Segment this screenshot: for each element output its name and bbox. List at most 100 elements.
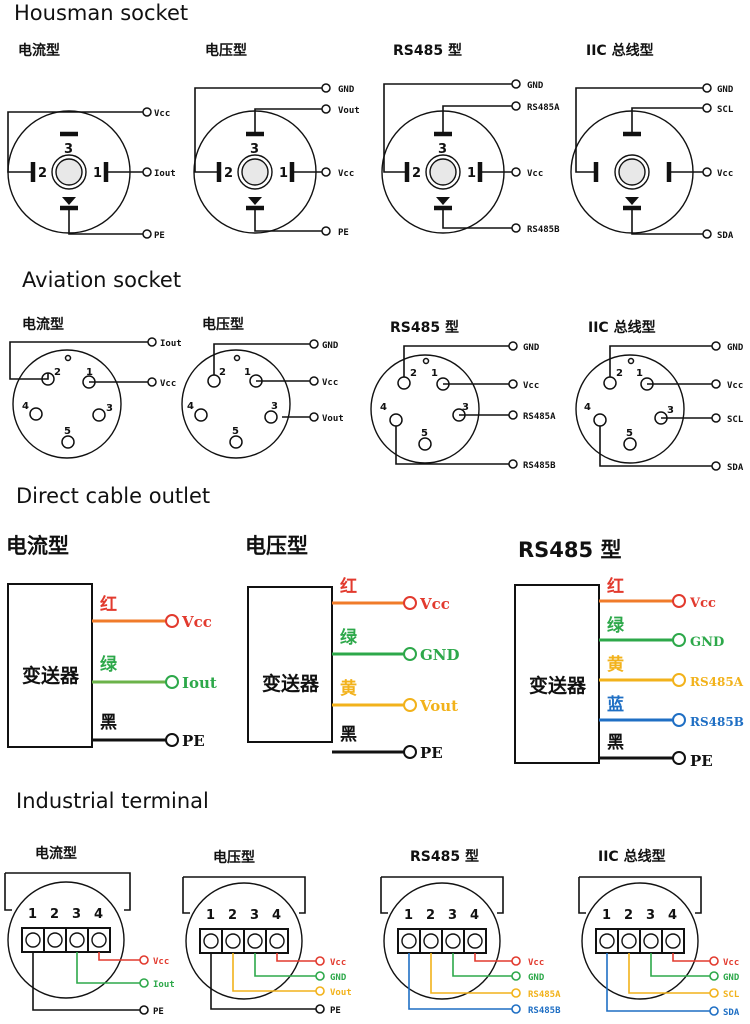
signal-label-vout: Vout xyxy=(322,414,344,424)
signal-label-gnd: GND xyxy=(523,343,540,353)
aviation-iic-title: IIC 总线型 xyxy=(588,319,656,336)
signal-label-vcc: Vcc xyxy=(723,958,739,968)
signal-label-vout: Vout xyxy=(419,697,458,715)
svg-text:1: 1 xyxy=(636,368,643,379)
signal-label-vcc: Vcc xyxy=(527,169,543,179)
signal-label-sda: SDA xyxy=(717,231,734,241)
signal-label-scl: SCL xyxy=(723,990,740,1000)
svg-text:3: 3 xyxy=(667,405,674,416)
signal-label-gnd: GND xyxy=(330,973,347,983)
pin-label-2: 2 xyxy=(38,166,47,181)
wire-color-green: 绿 xyxy=(607,615,625,636)
svg-text:4: 4 xyxy=(187,401,194,412)
svg-text:4: 4 xyxy=(272,908,281,923)
direct-rs485: RS485 型 变送器 红 绿 黄 蓝 黑 Vcc GND RS485A RS4… xyxy=(514,538,744,770)
housman-current-title: 电流型 xyxy=(18,42,60,59)
housman-rs485: RS485 型 3 2 1 GND RS485A Vcc RS485B xyxy=(381,42,560,235)
svg-text:3: 3 xyxy=(462,402,469,413)
signal-label-pe: PE xyxy=(330,1006,341,1016)
signal-label-vcc: Vcc xyxy=(154,109,170,119)
direct-current: 电流型 变送器 红 绿 黑 Vcc Iout PE xyxy=(6,534,217,750)
svg-text:3: 3 xyxy=(72,907,81,922)
signal-label-iout: Iout xyxy=(160,339,182,349)
signal-label-pe: PE xyxy=(154,231,165,241)
signal-label-vcc: Vcc xyxy=(338,169,354,179)
signal-label-vout: Vout xyxy=(338,106,360,116)
transmitter-label: 变送器 xyxy=(262,672,320,695)
svg-text:2: 2 xyxy=(54,367,61,378)
svg-text:3: 3 xyxy=(448,908,457,923)
svg-text:1: 1 xyxy=(431,368,438,379)
pin-label-2: 2 xyxy=(412,166,421,181)
transmitter-box xyxy=(7,583,93,748)
signal-label-gnd: GND xyxy=(338,85,355,95)
svg-text:4: 4 xyxy=(470,908,479,923)
housman-current-center xyxy=(51,154,87,190)
signal-label-iout: Iout xyxy=(153,980,175,990)
svg-text:2: 2 xyxy=(410,368,417,379)
signal-label-vcc: Vcc xyxy=(153,957,169,967)
industrial-rs485: RS485 型 1 2 3 4 Vcc GND RS485A RS485B xyxy=(380,848,561,1016)
svg-text:1: 1 xyxy=(206,908,215,923)
signal-label-vcc: Vcc xyxy=(727,381,743,391)
signal-label-rs485a: RS485A xyxy=(528,990,561,1000)
pin-label-3: 3 xyxy=(250,142,259,157)
svg-text:5: 5 xyxy=(64,426,71,437)
signal-label-rs485b: RS485B xyxy=(690,715,744,729)
signal-label-vcc: Vcc xyxy=(322,378,338,388)
svg-text:5: 5 xyxy=(421,428,428,439)
aviation-current: 电流型 2 1 4 3 5 Iout Vcc xyxy=(9,316,182,459)
signal-label-pe: PE xyxy=(690,752,713,770)
svg-text:3: 3 xyxy=(250,908,259,923)
svg-text:1: 1 xyxy=(28,907,37,922)
wire-color-black: 黑 xyxy=(100,713,117,733)
signal-label-iout: Iout xyxy=(154,169,176,179)
industrial-voltage-title: 电压型 xyxy=(213,849,255,866)
signal-label-rs485a: RS485A xyxy=(690,675,744,689)
signal-label-scl: SCL xyxy=(727,415,744,425)
svg-text:2: 2 xyxy=(616,368,623,379)
signal-label-gnd: GND xyxy=(322,341,339,351)
aviation-voltage-title: 电压型 xyxy=(202,316,244,333)
housman-rs485-title: RS485 型 xyxy=(393,42,462,59)
signal-label-vcc: Vcc xyxy=(717,169,733,179)
wire-color-black: 黑 xyxy=(340,725,357,745)
direct-voltage-title: 电压型 xyxy=(245,534,308,558)
signal-label-vcc: Vcc xyxy=(181,613,212,631)
aviation-rs485-title: RS485 型 xyxy=(390,319,459,336)
section-title-industrial: Industrial terminal xyxy=(16,789,209,813)
wire-color-yellow: 黄 xyxy=(607,654,624,675)
svg-text:5: 5 xyxy=(626,428,633,439)
svg-text:2: 2 xyxy=(50,907,59,922)
section-title-housman: Housman socket xyxy=(14,1,188,25)
direct-rs485-title: RS485 型 xyxy=(518,538,621,562)
aviation-voltage: 电压型 2 1 4 3 5 GND Vcc Vout xyxy=(181,316,344,459)
housman-current: 电流型 3 2 1 Vcc Iout PE xyxy=(7,42,176,241)
signal-label-pe: PE xyxy=(420,744,443,762)
signal-label-gnd: GND xyxy=(727,343,744,353)
svg-text:3: 3 xyxy=(271,401,278,412)
svg-text:2: 2 xyxy=(219,367,226,378)
signal-label-gnd: GND xyxy=(690,635,724,650)
svg-text:2: 2 xyxy=(228,908,237,923)
section-title-aviation: Aviation socket xyxy=(22,268,181,292)
wire-color-blue: 蓝 xyxy=(607,695,624,715)
housman-voltage-title: 电压型 xyxy=(205,42,247,59)
industrial-voltage: 电压型 1 2 3 4 Vcc GND Vout PE xyxy=(182,849,352,1016)
transmitter-label: 变送器 xyxy=(22,664,80,687)
industrial-rs485-title: RS485 型 xyxy=(410,848,479,865)
signal-label-scl: SCL xyxy=(717,105,734,115)
wire-color-red: 红 xyxy=(607,576,624,597)
aviation-rs485: RS485 型 2 1 4 3 5 GND Vcc RS485A RS485B xyxy=(370,319,556,471)
svg-text:2: 2 xyxy=(426,908,435,923)
pin-label-3: 3 xyxy=(64,142,73,157)
svg-text:4: 4 xyxy=(94,907,103,922)
transmitter-label: 变送器 xyxy=(529,674,587,697)
housman-iic: IIC 总线型 GND SCL Vcc SDA xyxy=(570,42,734,241)
transmitter-box xyxy=(247,586,333,743)
pin-label-2: 2 xyxy=(224,166,233,181)
industrial-current: 电流型 1 2 3 4 Vcc Iout PE xyxy=(4,845,175,1017)
svg-text:3: 3 xyxy=(106,403,113,414)
direct-current-title: 电流型 xyxy=(6,534,69,558)
signal-label-rs485b: RS485B xyxy=(527,225,560,235)
